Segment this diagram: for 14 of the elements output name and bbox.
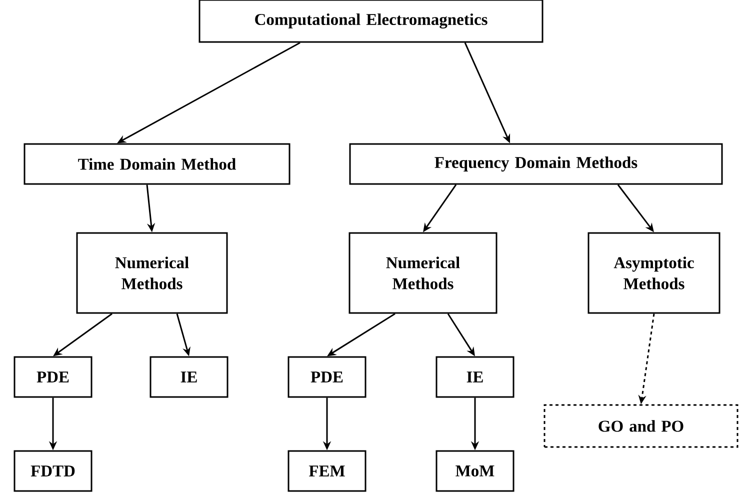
method-box: Frequency Domain Methods: [349, 143, 723, 185]
method-box: Time Domain Method: [24, 143, 290, 185]
method-box: FEM: [288, 450, 366, 492]
method-box: Asymptotic Methods: [588, 232, 720, 314]
method-box: FDTD: [14, 450, 92, 492]
method-box: PDE: [14, 356, 92, 398]
method-box: GO and PO: [544, 404, 738, 448]
method-box: IE: [436, 356, 514, 398]
method-box: IE: [150, 356, 228, 398]
method-box: Numerical Methods: [348, 232, 498, 314]
method-box: PDE: [288, 356, 366, 398]
method-box: MoM: [436, 450, 514, 492]
method-box: Computational Electromagnetics: [198, 0, 544, 43]
method-box: Numerical Methods: [76, 232, 228, 314]
